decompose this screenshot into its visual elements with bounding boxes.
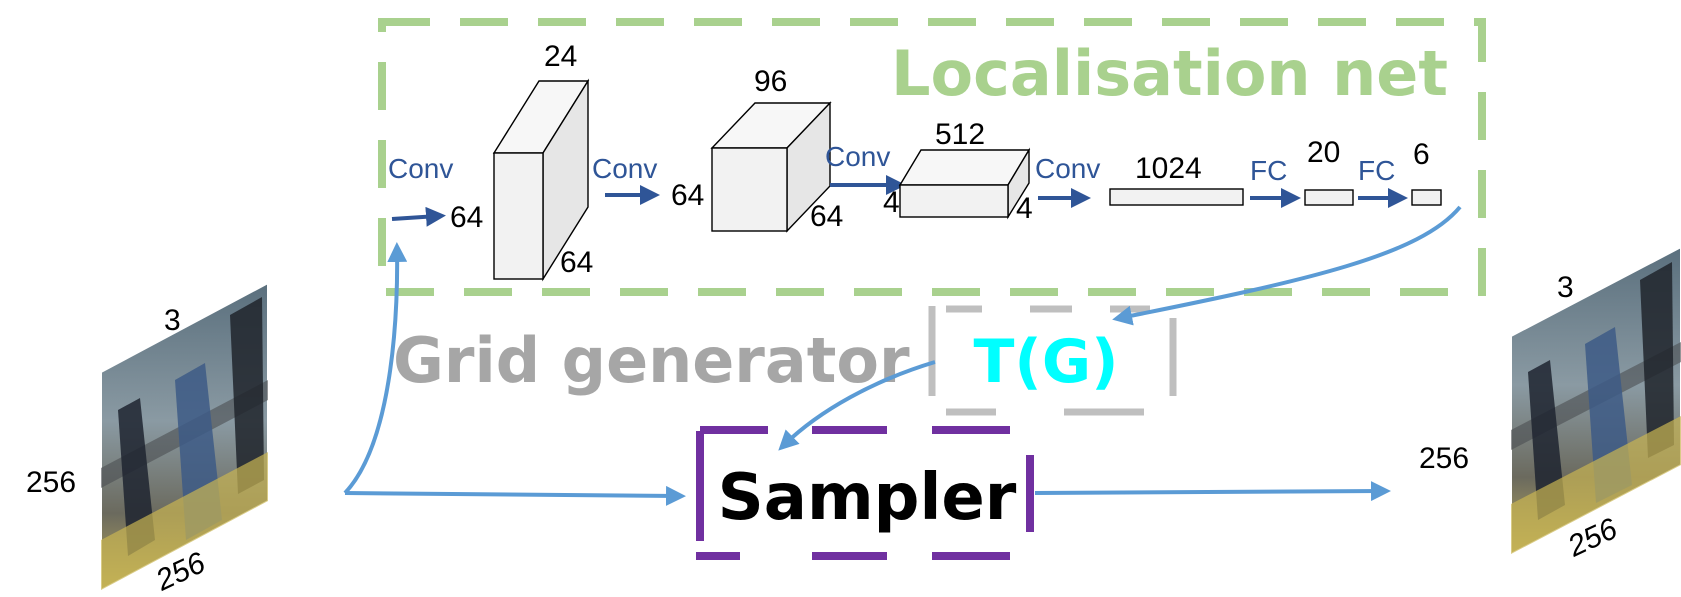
localisation-to-transform-arrow xyxy=(1112,205,1462,326)
conv1-depth: 24 xyxy=(544,40,577,73)
conv3-depth: 512 xyxy=(935,118,985,151)
input-to-localisation-arrow xyxy=(343,242,408,495)
input-to-sampler-arrow xyxy=(344,485,686,506)
conv1-arrow xyxy=(391,206,446,227)
conv2-label: Conv xyxy=(592,153,657,184)
transform-label: T(G) xyxy=(973,327,1118,397)
grid-generator-title: Grid generator xyxy=(393,324,910,397)
output-image-height: 256 xyxy=(1419,442,1469,475)
sampler-frame xyxy=(696,426,1034,560)
fc2-label: FC xyxy=(1358,155,1395,186)
fc3-size: 6 xyxy=(1413,138,1430,171)
localisation-net-frame xyxy=(378,18,1486,296)
sampler-title: Sampler xyxy=(718,461,1017,535)
conv3-height: 4 xyxy=(883,186,900,219)
fc2-block xyxy=(1304,189,1354,206)
conv1-height: 64 xyxy=(450,201,483,234)
input-image xyxy=(100,281,269,592)
conv3-volume xyxy=(898,147,1031,220)
conv2-width: 64 xyxy=(810,200,843,233)
fc1-block xyxy=(1109,188,1244,206)
conv1-width: 64 xyxy=(560,246,593,279)
transform-to-sampler-arrow xyxy=(778,360,936,451)
conv1-label: Conv xyxy=(388,153,453,184)
conv2-height: 64 xyxy=(671,179,704,212)
conv4-label: Conv xyxy=(1035,153,1100,184)
output-image-channels: 3 xyxy=(1557,271,1574,304)
sampler-to-output-arrow xyxy=(1034,481,1391,502)
conv2-depth: 96 xyxy=(754,65,787,98)
conv1-volume xyxy=(492,78,590,282)
input-image-height: 256 xyxy=(26,466,76,499)
conv3-label: Conv xyxy=(825,141,890,172)
fc1-label: FC xyxy=(1250,155,1287,186)
fc2-size: 20 xyxy=(1307,136,1340,169)
fc3-block xyxy=(1411,189,1442,206)
fc1-size: 1024 xyxy=(1135,152,1202,185)
output-image xyxy=(1510,245,1681,556)
conv3-width: 4 xyxy=(1016,192,1033,225)
localisation-net-title: Localisation net xyxy=(891,37,1448,110)
input-image-channels: 3 xyxy=(164,304,181,337)
